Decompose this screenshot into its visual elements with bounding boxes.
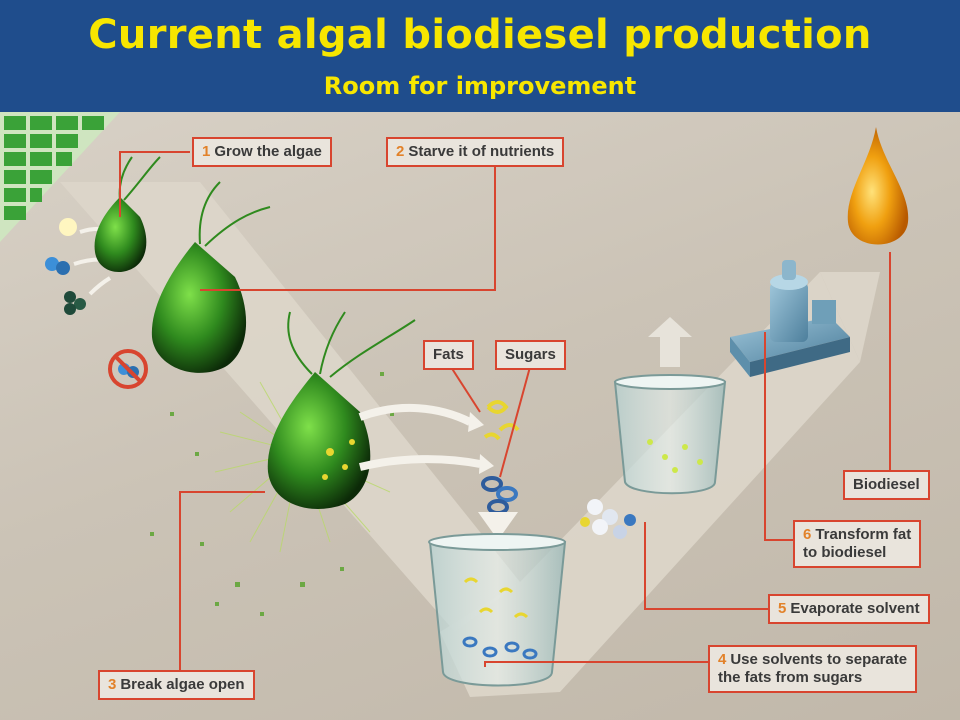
biodiesel-label: Biodiesel (843, 470, 930, 500)
fat-molecules-icon (483, 400, 520, 441)
step-6-line2: to biodiesel (803, 544, 887, 561)
nutrient-molecule-icon (45, 257, 70, 275)
step-6-number: 6 (803, 526, 812, 543)
step-4-number: 4 (718, 651, 727, 668)
cell-debris (150, 372, 394, 616)
slide-subtitle: Room for improvement (323, 72, 637, 100)
co2-molecule-icon (64, 291, 86, 315)
step-5-text: Evaporate solvent (790, 600, 920, 617)
solvent-molecules-icon (580, 499, 636, 539)
diagram-artwork (0, 112, 909, 697)
fats-arrow (358, 404, 472, 426)
step-1-text: Grow the algae (214, 143, 322, 160)
step-1-number: 1 (202, 143, 211, 160)
algae-cell-broken (214, 311, 416, 553)
step-3-text: Break algae open (120, 676, 245, 693)
fats-label: Fats (423, 340, 474, 370)
no-nutrients-icon (108, 349, 148, 389)
sugars-arrow (359, 455, 481, 471)
step-6-line1: Transform fat (815, 526, 912, 543)
evaporation-beaker (613, 317, 727, 495)
solar-panel-grid (0, 112, 120, 242)
step-4-line1: Use solvents to separate (730, 651, 908, 668)
slide-header: Current algal biodiesel production Room … (0, 0, 960, 112)
algae-cell-medium (151, 181, 271, 373)
step-2-number: 2 (396, 143, 405, 160)
step-2-text: Starve it of nutrients (408, 143, 555, 160)
step-4-line2: the fats from sugars (718, 669, 863, 686)
reactor-machine (730, 260, 850, 377)
vapor-arrow (648, 317, 692, 367)
biodiesel-drop-icon (847, 127, 909, 245)
down-arrow (478, 512, 518, 540)
sugars-label: Sugars (495, 340, 566, 370)
solvent-beaker (428, 533, 567, 687)
slide-title: Current algal biodiesel production (88, 12, 872, 58)
step-5-number: 5 (778, 600, 787, 617)
sugar-molecules-icon (481, 476, 518, 515)
sunlight-icon (59, 218, 77, 236)
step-3-number: 3 (108, 676, 117, 693)
